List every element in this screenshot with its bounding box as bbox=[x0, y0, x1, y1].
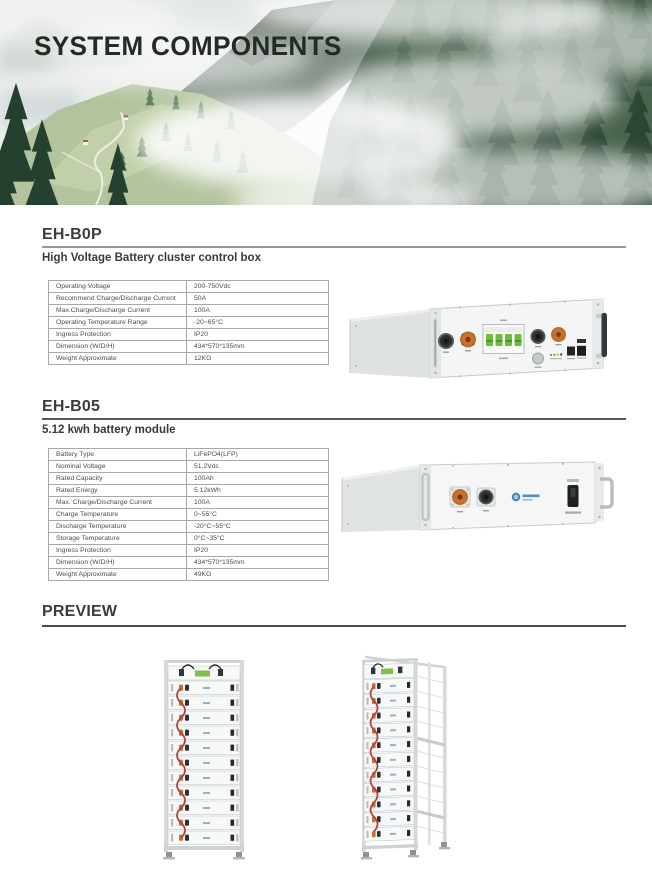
spec-row: Dimension (W/D/H)434*570*135mm bbox=[48, 340, 329, 353]
spec-value: 0°C~35°C bbox=[186, 532, 329, 545]
spec-label: Charge Temperature bbox=[48, 508, 187, 521]
spec-value: 434*570*135mm bbox=[186, 556, 329, 569]
spec-value: -20~65°C bbox=[186, 316, 329, 329]
spec-row: Discharge Temperature-20°C~55°C bbox=[48, 520, 329, 533]
dc-connector-black bbox=[438, 333, 454, 353]
spec-label: Ingress Protection bbox=[48, 544, 187, 557]
spec-value: 12KG bbox=[186, 352, 329, 365]
spec-label: Ingress Protection bbox=[48, 328, 187, 341]
dc-connector-orange-2 bbox=[551, 327, 566, 346]
spec-value: LiFePO4(LFP) bbox=[186, 448, 329, 461]
handle bbox=[600, 477, 614, 509]
spec-label: Operating Voltage bbox=[48, 280, 187, 293]
spec-value: 51.2Vdc bbox=[186, 460, 329, 473]
spec-row: Dimension (W/D/H)434*570*135mm bbox=[48, 556, 329, 569]
section-divider bbox=[42, 625, 626, 627]
product-subtitle-eh-b05: 5.12 kwh battery module bbox=[42, 424, 176, 436]
spec-value: 50A bbox=[186, 292, 329, 305]
spec-label: Dimension (W/D/H) bbox=[48, 556, 187, 569]
spec-value: 49KG bbox=[186, 568, 329, 581]
spec-label: Weight Approximate bbox=[48, 352, 187, 365]
spec-value: IP20 bbox=[186, 544, 329, 557]
spec-label: Rated Capacity bbox=[48, 472, 187, 485]
comm-ports bbox=[567, 339, 586, 360]
product-photo-eh-b0p bbox=[349, 298, 607, 379]
circuit-breaker bbox=[482, 319, 525, 360]
handle bbox=[596, 312, 607, 359]
preview-heading: PREVIEW bbox=[42, 603, 118, 620]
product-photo-eh-b05 bbox=[341, 461, 614, 532]
spec-label: Battery Type bbox=[48, 448, 187, 461]
spec-value: 434*570*135mm bbox=[186, 340, 329, 353]
model-heading-eh-b05: EH-B05 bbox=[42, 398, 101, 415]
spec-label: Dimension (W/D/H) bbox=[48, 340, 187, 353]
battery-cable bbox=[369, 685, 379, 833]
model-heading-eh-b0p: EH-B0P bbox=[42, 226, 102, 243]
spec-label: Operating Temperature Range bbox=[48, 316, 187, 329]
spec-value: 5.12kWh bbox=[186, 484, 329, 497]
spec-value: IP20 bbox=[186, 328, 329, 341]
section-divider bbox=[42, 246, 626, 248]
hero-banner: SYSTEM COMPONENTS bbox=[0, 0, 652, 205]
spec-value: 100A bbox=[186, 304, 329, 317]
product-subtitle-eh-b0p: High Voltage Battery cluster control box bbox=[42, 252, 261, 264]
spec-value: 100A bbox=[186, 496, 329, 509]
battery-cable bbox=[176, 687, 186, 839]
section-divider bbox=[42, 418, 626, 420]
spec-label: Max.Charge/Discharge Current bbox=[48, 304, 187, 317]
page-title: SYSTEM COMPONENTS bbox=[34, 31, 342, 61]
spec-value: -20°C~55°C bbox=[186, 520, 329, 533]
rack-control-box bbox=[167, 664, 241, 681]
battery-terminal-positive bbox=[449, 486, 471, 513]
spec-label: Rated Energy bbox=[48, 484, 187, 497]
spec-row: Operating Temperature Range-20~65°C bbox=[48, 316, 329, 329]
led-indicators bbox=[550, 353, 563, 360]
rack-control-box bbox=[363, 662, 415, 680]
battery-terminal-negative bbox=[476, 487, 496, 512]
spec-label: Weight Approximate bbox=[48, 568, 187, 581]
dc-connector-orange bbox=[460, 331, 476, 352]
forest-hero-image bbox=[0, 0, 652, 205]
dc-connector-black-2 bbox=[530, 329, 546, 348]
preview-rack-front-view bbox=[163, 660, 245, 860]
spec-label: Max. Charge/Discharge Current bbox=[48, 496, 187, 509]
preview-rack-perspective-view bbox=[361, 655, 450, 860]
spec-value: 0~55°C bbox=[186, 508, 329, 521]
spec-label: Recommend Charge/Discharge Current bbox=[48, 292, 187, 305]
brand-logo bbox=[511, 492, 540, 502]
power-switch bbox=[565, 479, 581, 514]
spec-value: 100Ah bbox=[186, 472, 329, 485]
spec-value: 200-750Vdc bbox=[186, 280, 329, 293]
spec-label: Nominal Voltage bbox=[48, 460, 187, 473]
reset-button bbox=[532, 352, 544, 368]
spec-label: Discharge Temperature bbox=[48, 520, 187, 533]
spec-label: Storage Temperature bbox=[48, 532, 187, 545]
